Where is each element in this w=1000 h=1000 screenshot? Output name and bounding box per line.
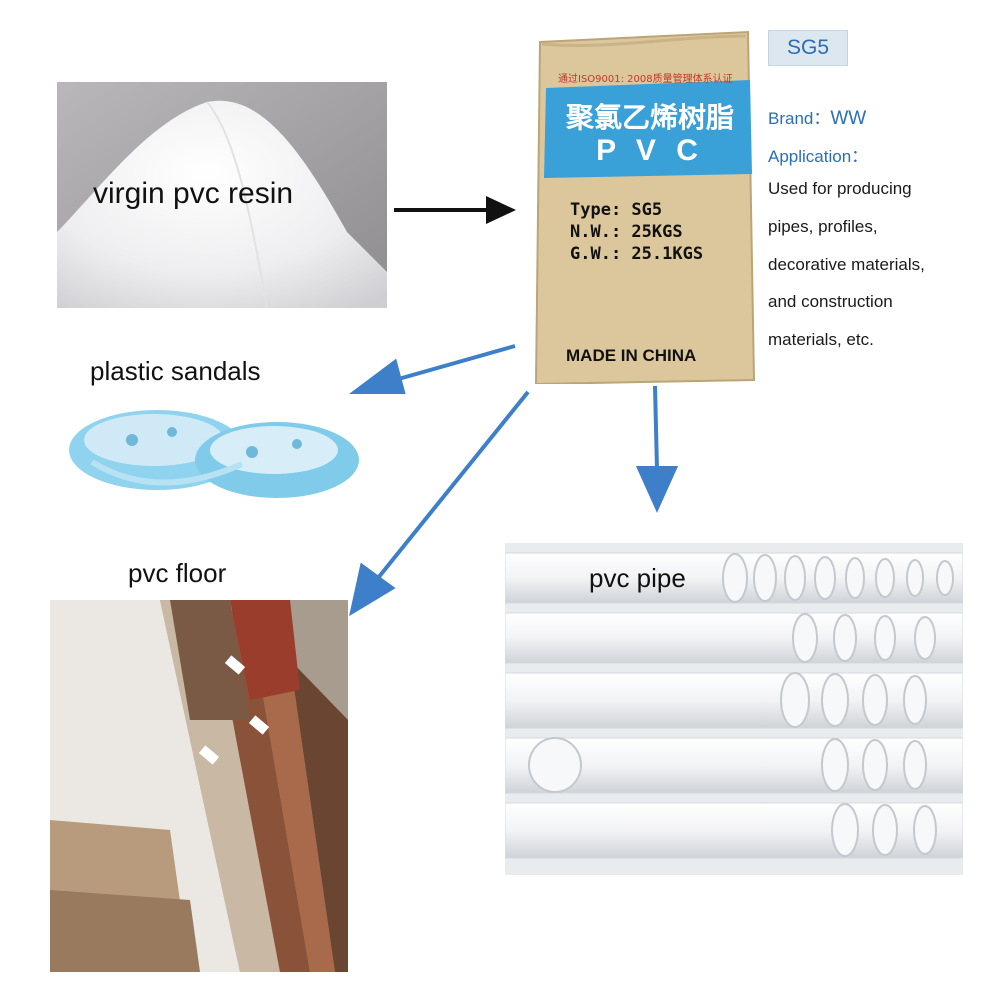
bag-type-line: Type: SG5 [570,200,663,220]
resin-caption: virgin pvc resin [93,177,294,210]
grade-label: SG5 [786,36,830,59]
bag-made-in: MADE IN CHINA [566,346,697,365]
bag-cert-text: 通过ISO9001: 2008质量管理体系认证 [558,74,733,85]
application-line: Used for producing [768,179,912,198]
arrow-to-pipe-head [635,466,679,513]
bag-pvc-label: P V C [596,134,704,167]
sandals-image [69,410,359,498]
pvc-resin-photo: virgin pvc resin [57,82,387,308]
application-line: decorative materials, [768,255,925,274]
floor-caption: pvc floor [128,558,227,588]
pvc-bag: 通过ISO9001: 2008质量管理体系认证 聚氯乙烯树脂 P V C Typ… [528,28,760,384]
arrow-to-floor-head [349,562,396,617]
application-line: and construction [768,292,893,311]
application-line: pipes, profiles, [768,217,878,236]
brand-value: WW [830,108,867,129]
bag-chinese-name: 聚氯乙烯树脂 [565,101,734,134]
arrow-to-sandals [394,344,516,382]
pvc-pipe-photo: pvc pipe [505,543,963,875]
brand-row: Brand：WW [768,104,866,130]
application-line: materials, etc. [768,330,874,349]
bag-shape [534,30,756,384]
pvc-floor-photo [50,600,348,972]
grade-badge: SG5 [768,30,848,66]
pipes-image [505,552,963,859]
brand-label: Brand： [768,109,831,128]
floor-samples-image [50,600,348,972]
pipe-caption: pvc pipe [589,563,686,593]
bag-gw-line: G.W.: 25.1KGS [570,244,704,264]
arrow-to-pipe [653,385,659,471]
bag-nw-line: N.W.: 25KGS [570,222,683,242]
arrow-to-sandals-head [349,358,406,394]
sandals-caption: plastic sandals [90,356,261,386]
resin-powder-image [57,82,387,308]
arrow-resin-to-bag [394,196,516,224]
application-label: Application： [768,147,869,166]
